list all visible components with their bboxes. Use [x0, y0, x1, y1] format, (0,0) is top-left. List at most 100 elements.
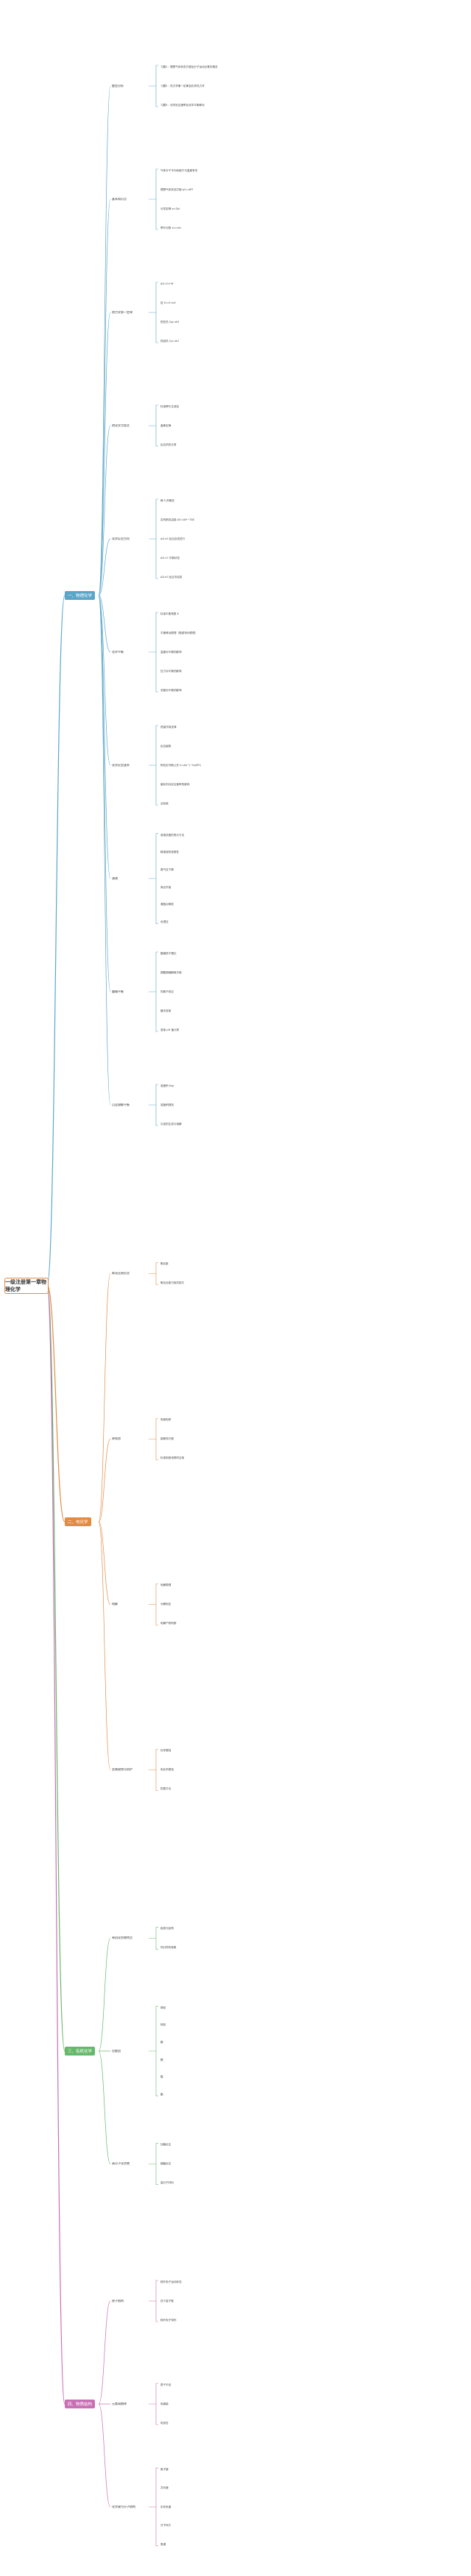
- item-bracket: [155, 1749, 158, 1791]
- group-title[interactable]: 官能团: [112, 2049, 121, 2053]
- group-connector: [98, 1439, 111, 1523]
- group-title[interactable]: 题型分析: [112, 84, 124, 87]
- group-title[interactable]: 热力学第一定律: [112, 310, 132, 314]
- item-label: 摩尔分数 xi=ni/n: [160, 226, 182, 229]
- item-label: 共价键: [160, 2486, 169, 2490]
- group-title[interactable]: 金属腐蚀与防护: [112, 1768, 132, 1771]
- item-label: 核外电子运动状态: [160, 2280, 182, 2283]
- item-label: 电化学腐蚀: [160, 1768, 174, 1772]
- item-bracket: [155, 1418, 158, 1460]
- item-label: 化学腐蚀: [160, 1749, 171, 1753]
- item-label: 分压定律 p=Σpi: [160, 207, 180, 210]
- item-label: 能斯特方程: [160, 1437, 174, 1441]
- item-label: 电极电势: [160, 1418, 171, 1422]
- group-title[interactable]: 热化学方程式: [112, 423, 130, 427]
- item-label: 防腐方法: [160, 1787, 171, 1791]
- item-label: 平衡移动原理（勒夏特列原理）: [160, 631, 198, 634]
- item-bracket: [155, 2143, 158, 2185]
- group-title[interactable]: 溶液: [112, 876, 118, 880]
- group-title[interactable]: 化学反应方向: [112, 537, 130, 540]
- item-label: 电解原理: [160, 1584, 171, 1587]
- item-label: 温度对平衡的影响: [160, 650, 182, 654]
- item-label: 缓冲溶液: [160, 1009, 171, 1012]
- group-title[interactable]: 原电池: [112, 1437, 121, 1440]
- item-label: 电解产物判断: [160, 1622, 177, 1625]
- item-label: 标准电极电势的应用: [160, 1456, 185, 1460]
- item-label: 盖斯定律: [160, 423, 171, 427]
- group-title[interactable]: 原子结构: [112, 2299, 124, 2303]
- group-title[interactable]: 高分子化合物: [112, 2161, 130, 2165]
- group-connector: [98, 1521, 111, 1605]
- item-label: 恒压热 Qp=ΔH: [160, 320, 180, 323]
- item-label: 组成与结构: [160, 1927, 174, 1931]
- item-bracket: [155, 833, 158, 924]
- item-label: 习题1：理想气体状态方程及分子运动论基本概念: [160, 65, 218, 68]
- group-title[interactable]: 化学键与分子结构: [112, 2505, 135, 2508]
- item-label: 分解电压: [160, 1603, 171, 1606]
- group-title[interactable]: 有机化合物特点: [112, 1936, 132, 1940]
- item-label: 氧化数: [160, 1262, 169, 1266]
- item-label: 气体分子平均动能只与温度有关: [160, 168, 198, 172]
- item-label: 催化剂对反应速率的影响: [160, 782, 190, 786]
- group-connector: [98, 85, 111, 596]
- item-label: 习题2：热力学第一定律及化学热力学: [160, 84, 205, 87]
- item-label: 反应热的计算: [160, 443, 177, 446]
- group-title[interactable]: 化学反应速率: [112, 763, 130, 767]
- item-label: 溶液 pH 值计算: [160, 1028, 180, 1031]
- item-label: 标准摩尔生成焓: [160, 404, 180, 408]
- group-connector: [98, 1521, 111, 1770]
- branch-node[interactable]: 一、物理化学: [65, 591, 96, 600]
- item-bracket: [155, 1927, 158, 1950]
- item-bracket: [155, 1262, 158, 1285]
- item-label: 熵 S 的概念: [160, 498, 174, 502]
- item-label: 醇: [160, 2041, 163, 2044]
- group-title[interactable]: 氧化还原反应: [112, 1272, 130, 1275]
- group-title[interactable]: 基本知识点: [112, 197, 127, 201]
- item-bracket: [155, 282, 158, 343]
- group-connector: [98, 198, 111, 596]
- group-title[interactable]: 元素周期律: [112, 2402, 127, 2405]
- root-node[interactable]: 一级注册第一章物理化学: [4, 1278, 49, 1294]
- item-label: 缩聚反应: [160, 2162, 171, 2166]
- group-title[interactable]: 电解: [112, 1603, 118, 1606]
- item-label: 焓 H=U+pV: [160, 301, 176, 304]
- group-connector: [98, 538, 111, 596]
- item-label: 恒容热 Qv=ΔU: [160, 339, 179, 343]
- branch-node[interactable]: 二、电化学: [65, 1517, 91, 1526]
- item-label: 氢键: [160, 2542, 166, 2546]
- group-connector: [98, 2403, 111, 2508]
- branch-node[interactable]: 三、有机化学: [65, 2047, 96, 2056]
- item-label: 加聚反应: [160, 2143, 171, 2147]
- root-label: 一级注册第一章物理化学: [5, 1279, 46, 1292]
- branch-connector: [46, 595, 65, 1286]
- item-label: 反应级数: [160, 744, 171, 748]
- item-bracket: [155, 65, 158, 107]
- item-label: 溶度积规则: [160, 1103, 174, 1106]
- item-label: 弱酸弱碱解离平衡: [160, 970, 182, 974]
- item-label: 同分异构现象: [160, 1946, 177, 1950]
- item-label: 沉淀的生成与溶解: [160, 1122, 182, 1126]
- group-title[interactable]: 化学平衡: [112, 650, 124, 654]
- branch-connector: [46, 1284, 65, 2405]
- item-label: 沸点升高: [160, 885, 171, 889]
- item-label: 同离子效应: [160, 990, 174, 993]
- group-connector: [98, 595, 111, 766]
- group-title[interactable]: 沉淀溶解平衡: [112, 1103, 130, 1106]
- group-connector: [98, 595, 111, 992]
- item-bracket: [155, 1584, 158, 1625]
- group-title[interactable]: 酸碱平衡: [112, 990, 124, 993]
- item-label: 电离能: [160, 2402, 169, 2405]
- item-bracket: [155, 2467, 158, 2547]
- branch-node[interactable]: 四、物质结构: [65, 2400, 96, 2408]
- item-label: 核外电子排布: [160, 2318, 177, 2322]
- group-connector: [98, 2050, 111, 2164]
- branch-connector: [46, 1284, 65, 2052]
- item-label: 凝固点降低: [160, 903, 174, 906]
- item-label: 高分子材料: [160, 2181, 174, 2185]
- item-label: 醛: [160, 2058, 163, 2061]
- item-label: 氧化还原方程式配平: [160, 1281, 185, 1285]
- item-label: 渗透压: [160, 920, 169, 924]
- item-bracket: [155, 2006, 158, 2097]
- item-label: 酸: [160, 2075, 163, 2079]
- item-label: 四个量子数: [160, 2299, 174, 2303]
